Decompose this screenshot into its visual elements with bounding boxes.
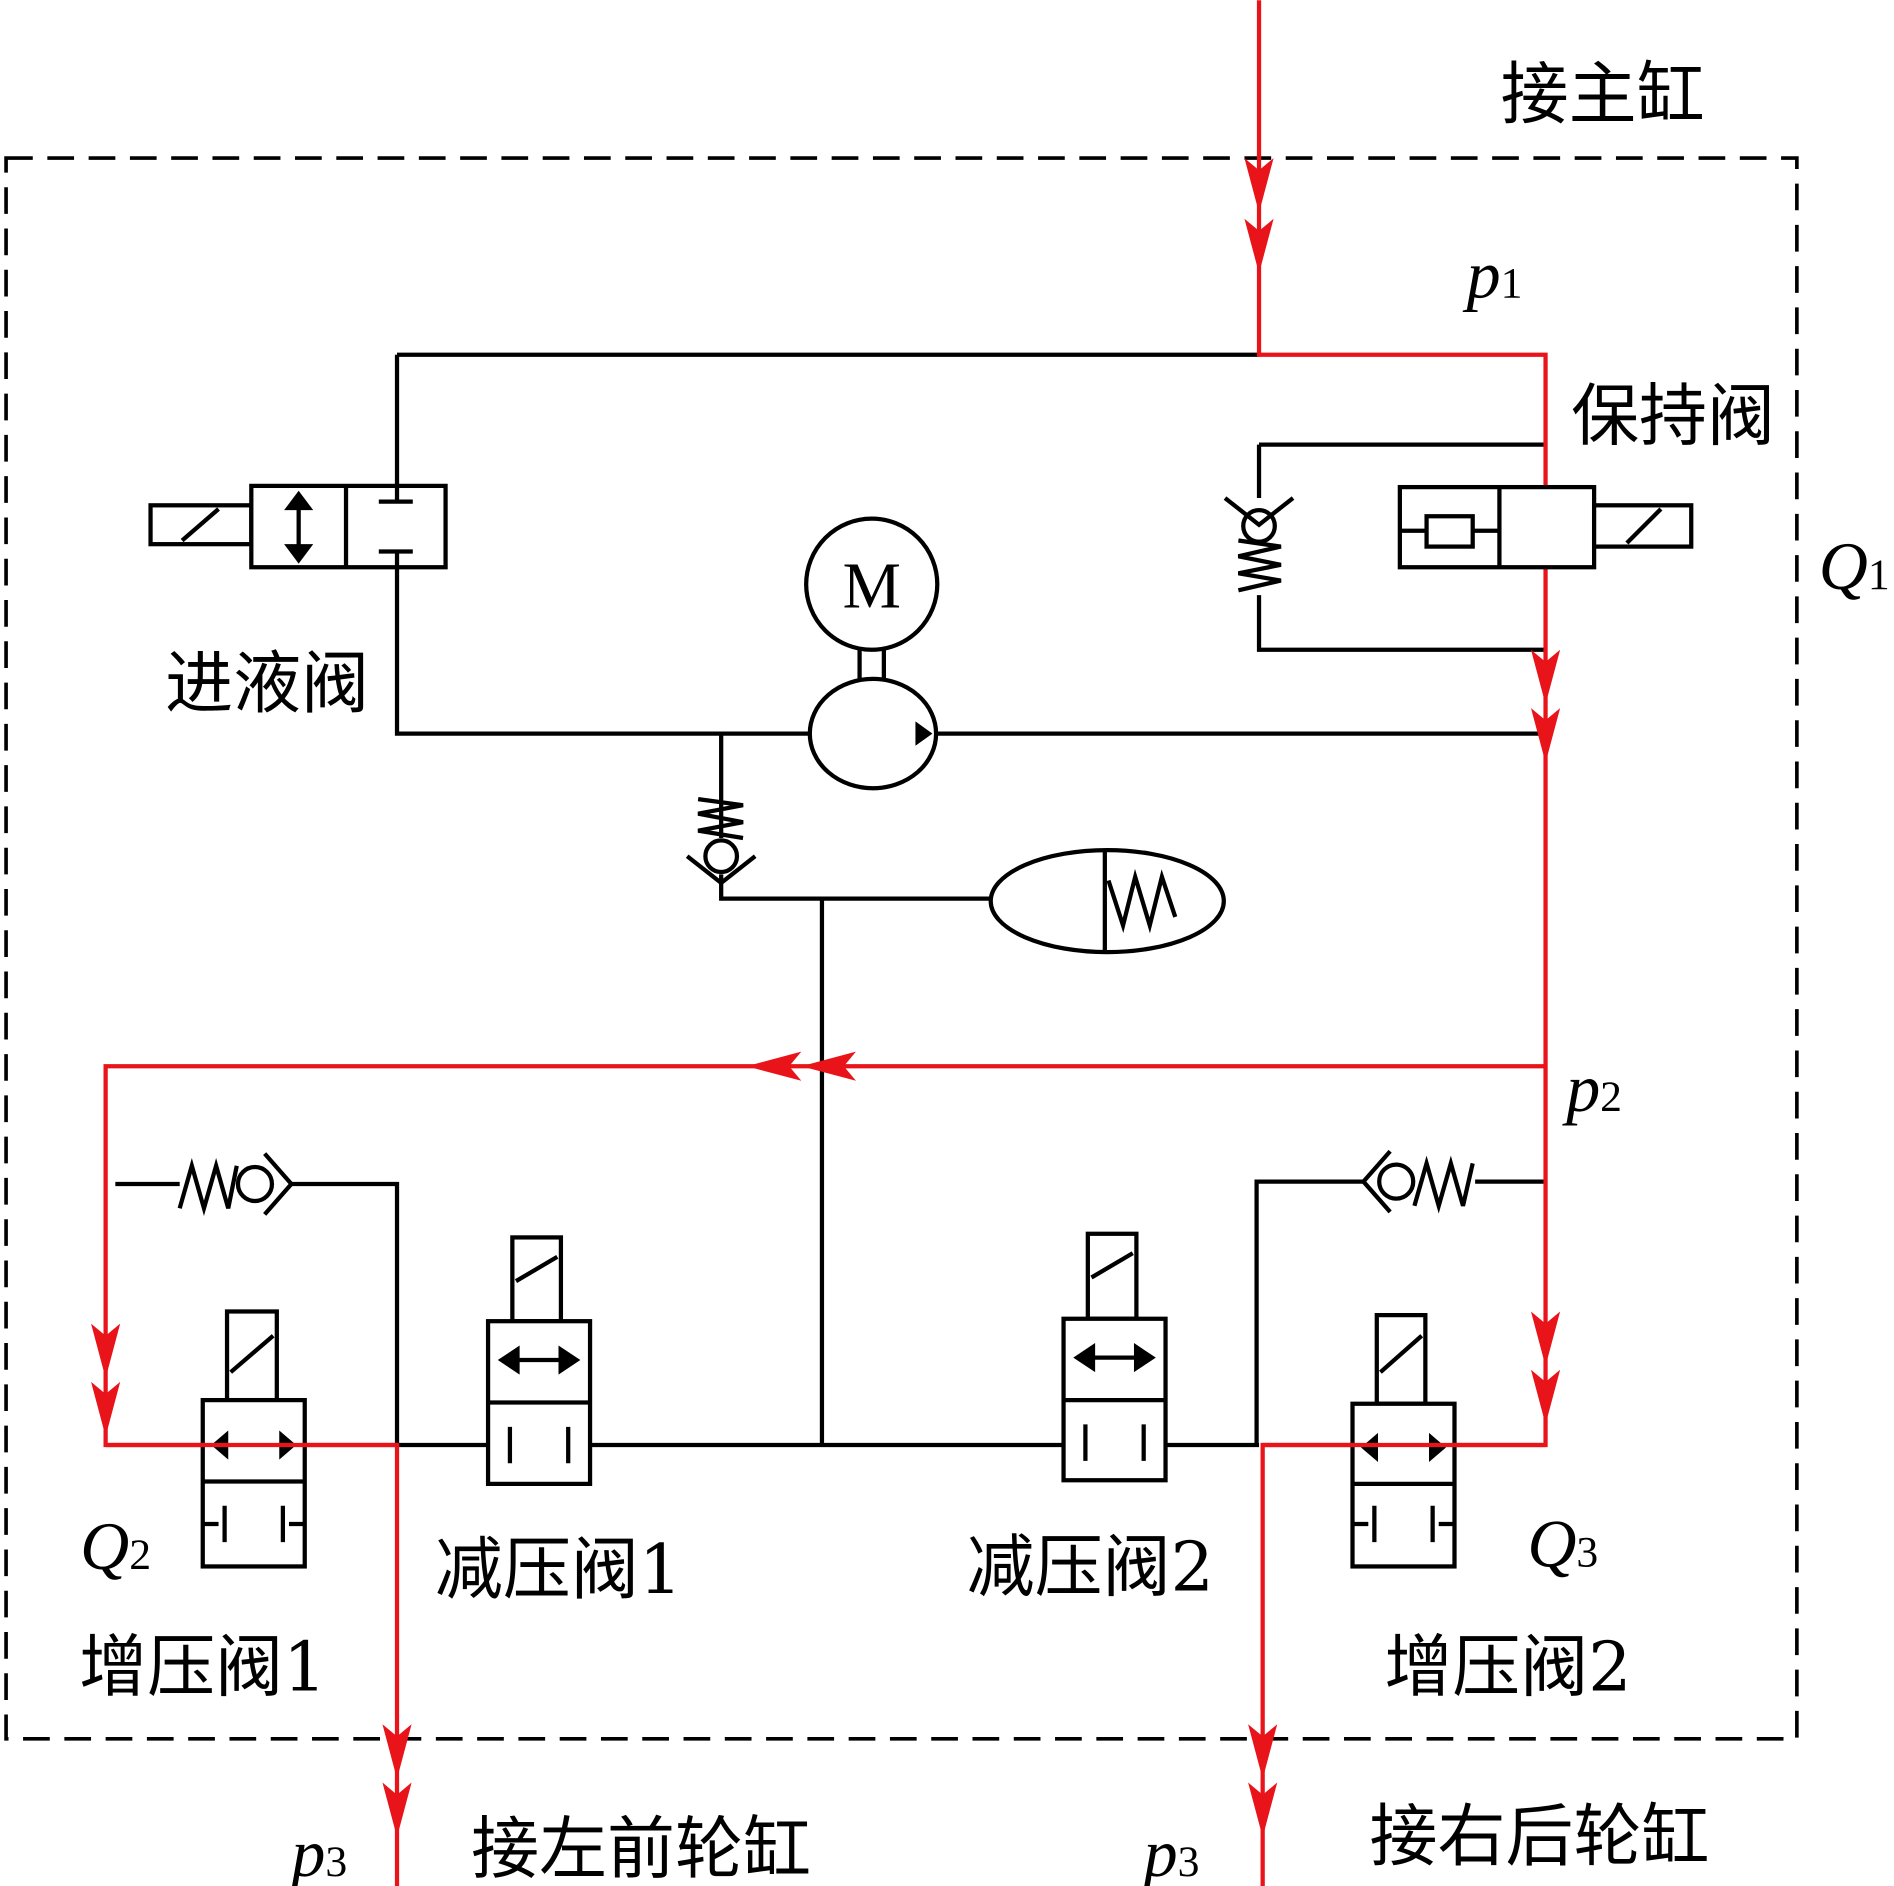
label-left-front-wheel: 接左前轮缸	[471, 1810, 811, 1886]
module-boundary	[4, 156, 1799, 1741]
label-inlet-valve: 进液阀	[165, 645, 369, 724]
check-valve-pump	[685, 795, 757, 886]
label-hold-valve: 保持阀	[1571, 378, 1775, 457]
check-valve-left	[177, 1152, 295, 1217]
pressure-increase-valve-2	[1350, 1312, 1457, 1569]
motor: M	[804, 516, 940, 681]
label-increase-valve-2: 增压阀2	[1384, 1628, 1631, 1707]
symbol-q2: Q2	[80, 1508, 151, 1584]
label-master-cylinder: 接主缸	[1501, 56, 1705, 135]
pressure-reduce-valve-2	[1061, 1231, 1168, 1483]
flow-path	[91, 0, 1561, 1886]
symbol-p2: p2	[1562, 1050, 1622, 1126]
black-lines	[115, 352, 1546, 1448]
symbol-p1: p1	[1463, 237, 1523, 313]
svg-text:M: M	[843, 550, 901, 622]
label-reduce-valve-1: 减压阀1	[435, 1531, 682, 1610]
label-right-rear-wheel: 接右后轮缸	[1370, 1798, 1710, 1877]
hold-valve	[1223, 484, 1694, 593]
label-increase-valve-1: 增压阀1	[79, 1628, 326, 1707]
label-reduce-valve-2: 减压阀2	[967, 1529, 1214, 1608]
accumulator	[988, 847, 1226, 955]
symbol-q1: Q1	[1819, 528, 1890, 604]
pump	[807, 676, 939, 791]
pressure-reduce-valve-1	[485, 1235, 593, 1487]
symbol-q3: Q3	[1527, 1505, 1598, 1581]
symbol-p3-left: p3	[287, 1815, 347, 1886]
pressure-increase-valve-1	[200, 1309, 307, 1569]
symbol-p3-right: p3	[1140, 1815, 1200, 1886]
inlet-valve	[148, 483, 448, 570]
check-valve-right	[1360, 1149, 1475, 1214]
